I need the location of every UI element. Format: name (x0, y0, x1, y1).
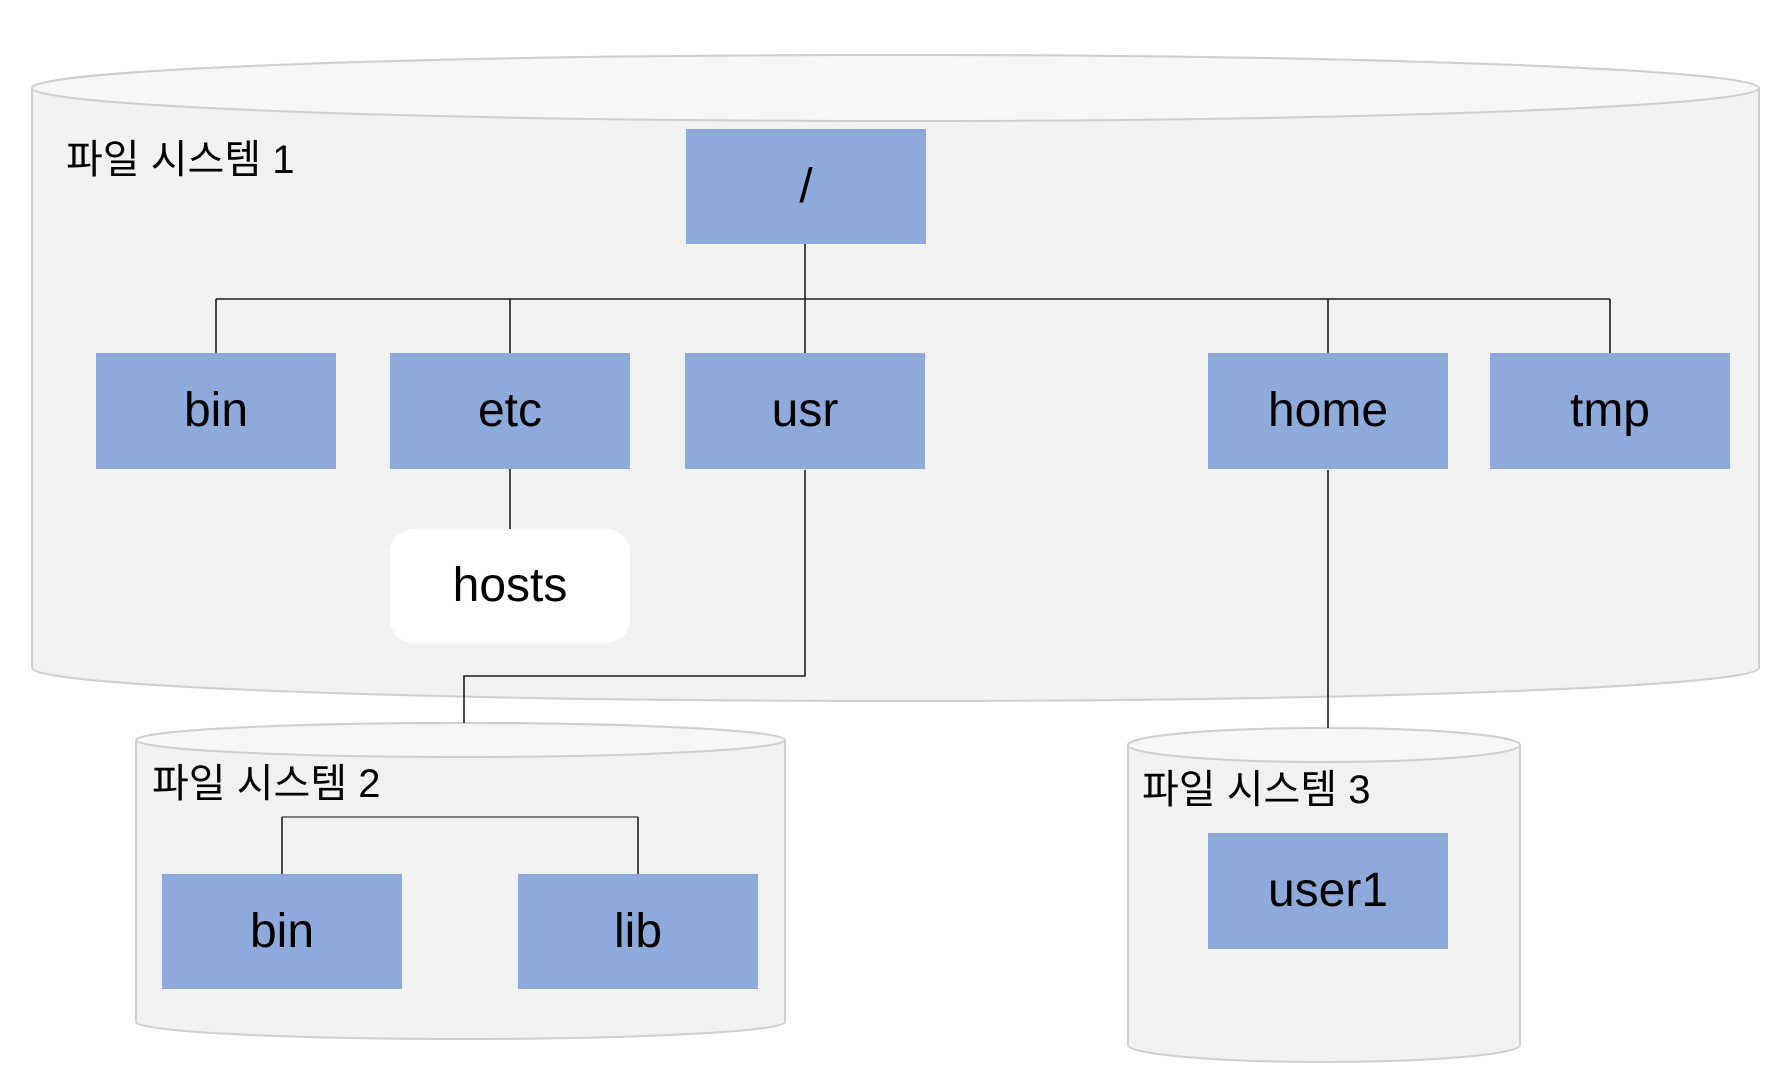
node-usr: usr (685, 353, 925, 469)
node-bin-fs2: bin (162, 874, 402, 989)
fs3-label: 파일 시스템 3 (1142, 768, 1371, 812)
fs3-cylinder-lid (1127, 727, 1521, 763)
fs2-cylinder-lid (135, 722, 786, 758)
node-user1: user1 (1208, 833, 1448, 949)
node-hosts-file: hosts (390, 529, 630, 643)
node-root: / (686, 129, 926, 244)
node-bin-fs1: bin (96, 353, 336, 469)
node-home: home (1208, 353, 1448, 469)
node-tmp: tmp (1490, 353, 1730, 469)
fs1-cylinder-lid (31, 54, 1760, 122)
node-lib: lib (518, 874, 758, 989)
node-etc: etc (390, 353, 630, 469)
fs2-label: 파일 시스템 2 (152, 762, 381, 806)
fs1-label: 파일 시스템 1 (66, 138, 295, 182)
connector-usr-to-fs2 (463, 470, 806, 723)
